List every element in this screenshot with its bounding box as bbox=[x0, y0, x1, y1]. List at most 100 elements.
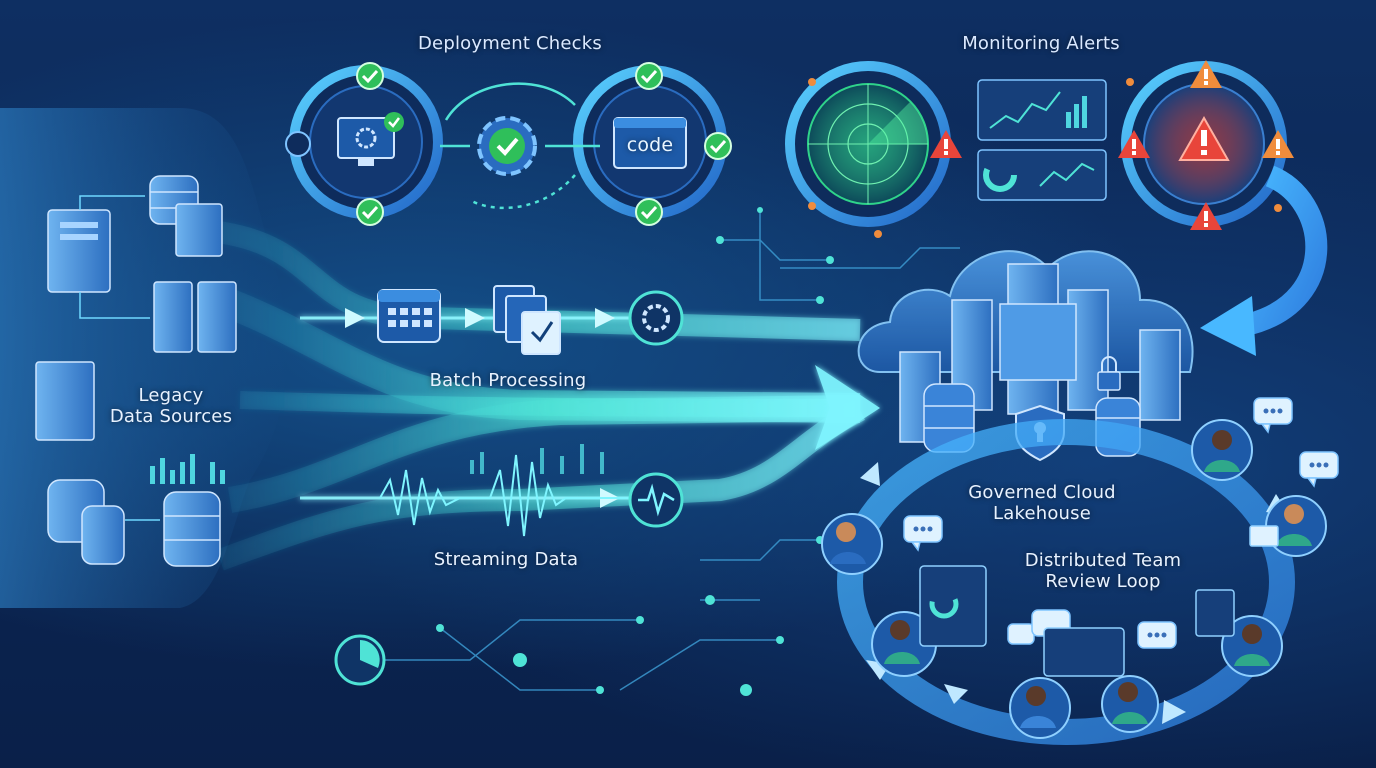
batch-calendar-icon-part-part bbox=[424, 320, 432, 327]
legacy-connector-lines-part bbox=[79, 292, 150, 319]
warning-icon-part bbox=[1204, 223, 1208, 227]
legacy-bar-chart-part bbox=[160, 458, 165, 484]
avatar-part bbox=[1284, 504, 1304, 524]
check-icon bbox=[356, 62, 384, 90]
flow-arrow-head-batch bbox=[345, 308, 365, 328]
avatar-part bbox=[884, 652, 920, 664]
circuit-nodes-part bbox=[776, 636, 784, 644]
review-screens-part bbox=[929, 589, 959, 619]
legacy-server-icons bbox=[35, 175, 237, 567]
batch-processing-label: Batch Processing bbox=[429, 370, 587, 391]
streaming-data-label: Streaming Data bbox=[433, 549, 579, 570]
avatar-part bbox=[1242, 624, 1262, 644]
avatar bbox=[1101, 675, 1159, 733]
check-icon-part bbox=[704, 132, 732, 160]
dashboard-panels-part-part bbox=[1066, 112, 1071, 128]
check-icon-part bbox=[709, 139, 727, 154]
chat-bubble-dots-part bbox=[1309, 462, 1315, 468]
chat-bubble-dots-part bbox=[1316, 462, 1322, 468]
chat-bubble-dots-part bbox=[1277, 408, 1283, 414]
legacy-bar-chart-part bbox=[180, 462, 185, 484]
legacy-bar-chart bbox=[150, 454, 225, 484]
batch-calendar-icon bbox=[377, 289, 441, 343]
circuit-nodes-part bbox=[436, 624, 444, 632]
legacy-bar-chart-part bbox=[210, 462, 215, 484]
pie-gauge-icon-part bbox=[360, 640, 380, 668]
chat-bubble-dots-part bbox=[1270, 408, 1276, 414]
check-icon bbox=[356, 198, 384, 226]
warning-icon bbox=[1190, 60, 1222, 88]
circuit-traces-part bbox=[780, 247, 960, 269]
circuit-traces-part bbox=[619, 639, 780, 691]
stream-bars-part bbox=[600, 452, 604, 474]
dashboard-panels-part bbox=[1066, 96, 1087, 128]
chat-bubble-dots-part bbox=[1323, 462, 1329, 468]
batch-documents-icon bbox=[493, 285, 561, 355]
chat-bubble-icon-part bbox=[1007, 623, 1035, 645]
legacy-server-icons-part bbox=[60, 234, 98, 240]
dashboard-panels bbox=[977, 79, 1107, 201]
batch-calendar-icon-part-part bbox=[400, 320, 408, 327]
alert-dots-part bbox=[874, 230, 882, 238]
flow-arrow-head bbox=[815, 365, 880, 450]
dashboard-panels-part bbox=[1039, 162, 1095, 187]
circuit-nodes bbox=[436, 207, 834, 696]
circuit-nodes-part bbox=[826, 256, 834, 264]
circuit-nodes-part bbox=[636, 616, 644, 624]
circuit-traces-part bbox=[360, 619, 640, 661]
stream-pulse-icon bbox=[628, 472, 684, 528]
legacy-db-icon-4 bbox=[163, 491, 221, 567]
avatar-part bbox=[836, 522, 856, 542]
warning-icon bbox=[930, 130, 962, 158]
deploy-side-icon bbox=[285, 131, 311, 157]
deploy-ring-left-part bbox=[358, 158, 374, 166]
dashboard-panels-part bbox=[983, 158, 1017, 192]
deploy-gear-center-part bbox=[489, 128, 525, 164]
chat-bubble-icon-part bbox=[1306, 477, 1317, 488]
avatar-part bbox=[1276, 534, 1312, 546]
flow-arrow-head-batch-3 bbox=[595, 308, 615, 328]
legacy-data-sources-label: Legacy Data Sources bbox=[96, 385, 246, 427]
chat-bubble-dots-part bbox=[920, 526, 926, 532]
stream-bars-part bbox=[580, 444, 584, 474]
warning-icon-part bbox=[1204, 69, 1208, 79]
chat-bubble-icon bbox=[903, 515, 943, 552]
avatar bbox=[1221, 615, 1283, 677]
warning-icon-part bbox=[944, 139, 948, 149]
avatar bbox=[1265, 495, 1327, 557]
deploy-ring-left-part bbox=[355, 127, 377, 149]
dashboard-panels-part bbox=[989, 91, 1061, 129]
circuit-traces bbox=[360, 210, 960, 691]
circuit-traces-part bbox=[720, 239, 830, 261]
avatar-part bbox=[1204, 460, 1240, 472]
chat-bubble-dots-part bbox=[927, 526, 933, 532]
avatar-part bbox=[1234, 654, 1270, 666]
avatar-part bbox=[1020, 716, 1056, 728]
check-icon-part bbox=[361, 205, 379, 220]
batch-calendar-icon-part-part bbox=[412, 308, 420, 315]
batch-calendar-icon-part-part bbox=[424, 308, 432, 315]
check-icon-part bbox=[361, 69, 379, 84]
code-window-text: code bbox=[626, 134, 674, 156]
stream-pulse-icon-part bbox=[638, 483, 675, 517]
warning-icon-part bbox=[1204, 211, 1208, 221]
legacy-bar-chart-part bbox=[220, 470, 225, 484]
legacy-rack-icon-2 bbox=[197, 281, 237, 353]
warning-icon-part bbox=[1204, 81, 1208, 85]
alert-return-arrow-head bbox=[1200, 296, 1256, 356]
legacy-server-icons-part bbox=[60, 222, 98, 228]
batch-calendar-icon-part-part bbox=[388, 320, 396, 327]
chat-bubble-dots-part bbox=[1263, 408, 1269, 414]
deployment-checks-title: Deployment Checks bbox=[418, 33, 602, 54]
batch-gear-icon-part bbox=[642, 304, 670, 332]
circuit-nodes-part bbox=[513, 653, 527, 667]
stream-waveform-part bbox=[379, 454, 630, 537]
avatar-part bbox=[890, 620, 910, 640]
stream-bars-part bbox=[480, 452, 484, 474]
chat-bubble-icons bbox=[903, 397, 1339, 649]
circuit-traces-part bbox=[439, 627, 600, 691]
deploy-gear-center-part bbox=[496, 137, 519, 156]
flow-stream-bottom bbox=[216, 400, 866, 571]
